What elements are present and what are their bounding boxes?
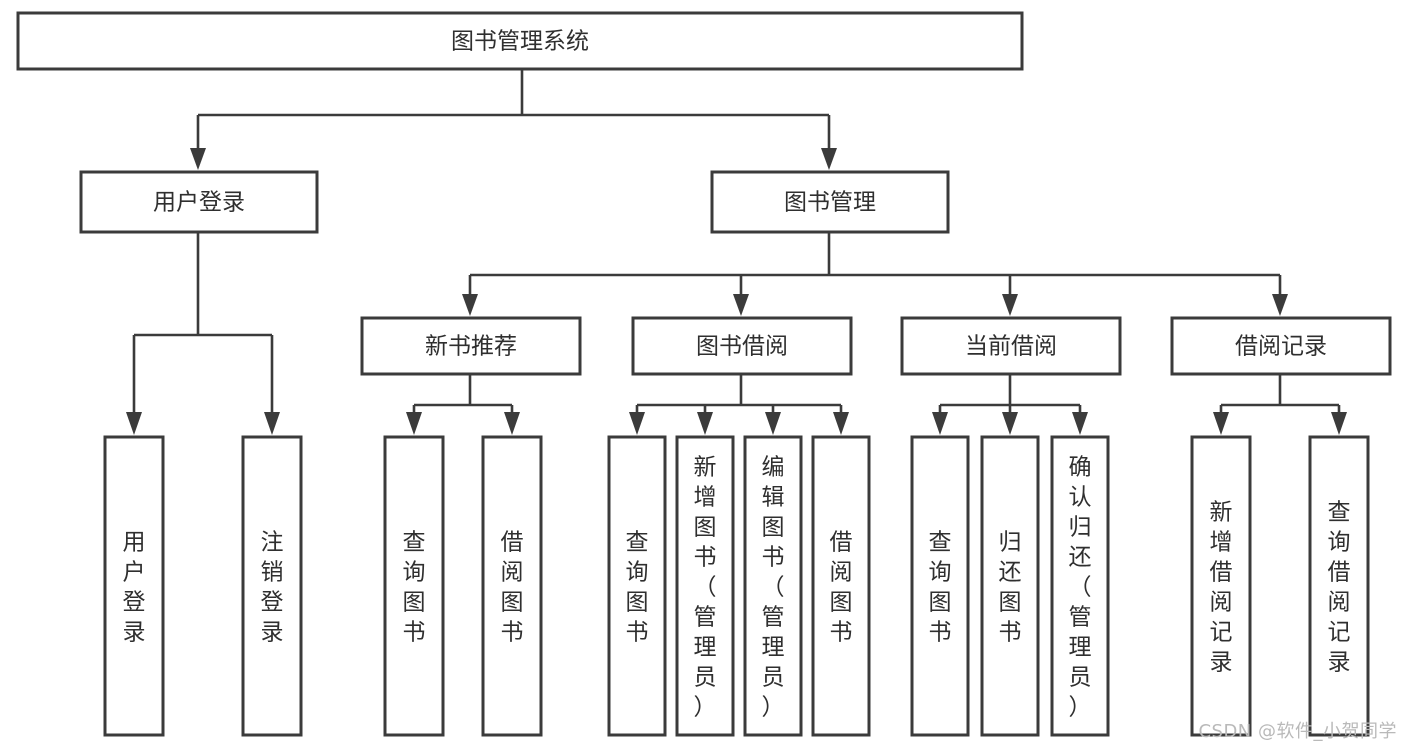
arrow-head-leaf-edit-book xyxy=(765,412,781,435)
leaf-borrow-book-1-label: 借阅图书 xyxy=(501,529,524,645)
arrow-head-leaf-logout xyxy=(264,412,280,435)
node-user-login[interactable]: 用户登录 xyxy=(79,170,319,234)
leaf-confirm-return-label: 确认归还（管理员） xyxy=(1069,454,1092,720)
node-current-borrow[interactable]: 当前借阅 xyxy=(900,316,1122,376)
leaf-node-layer: 用户登录 注销登录 查询图书 借阅图书 查询图书 新增图书（管理员） 编辑图书（管理员） 借阅… xyxy=(103,435,1370,737)
arrow-head-new-book-rec xyxy=(462,294,478,316)
leaf-query-book-3-label: 查询图书 xyxy=(929,529,952,645)
leaf-logout-label: 注销登录 xyxy=(261,529,284,645)
node-book-borrow-box[interactable] xyxy=(631,316,853,376)
leaf-borrow-book-2-box[interactable] xyxy=(811,435,871,737)
leaf-return-book-box[interactable] xyxy=(980,435,1040,737)
leaf-node[interactable]: 借阅图书 xyxy=(481,435,543,737)
arrow-head-leaf-query-record xyxy=(1331,412,1347,435)
arrow-head-leaf-query-book-3 xyxy=(932,412,948,435)
leaf-return-book-label: 归还图书 xyxy=(999,529,1022,645)
arrow-head-leaf-add-record xyxy=(1213,412,1229,435)
leaf-node[interactable]: 新增借阅记录 xyxy=(1190,435,1252,737)
arrow-head-leaf-borrow-book-2 xyxy=(833,412,849,435)
node-user-login-label: 用户登录 xyxy=(153,190,245,216)
connector-group-book-manage xyxy=(462,232,1288,316)
node-new-book-rec[interactable]: 新书推荐 xyxy=(360,316,582,376)
arrow-head-book-manage xyxy=(821,148,837,170)
leaf-query-book-3-box[interactable] xyxy=(910,435,970,737)
connector-group-new-book-rec xyxy=(406,374,520,435)
watermark: CSDN @软件_小贺同学 xyxy=(1198,721,1397,742)
arrow-head-leaf-borrow-book-1 xyxy=(504,412,520,435)
leaf-add-book-label: 新增图书（管理员） xyxy=(694,454,717,720)
arrow-head-leaf-return-book xyxy=(1002,412,1018,435)
leaf-node[interactable]: 用户登录 xyxy=(103,435,165,737)
leaf-node[interactable]: 新增图书（管理员） xyxy=(675,435,735,737)
leaf-borrow-book-1-box[interactable] xyxy=(481,435,543,737)
arrow-head-leaf-add-book xyxy=(697,412,713,435)
node-book-borrow-label: 图书借阅 xyxy=(696,334,788,360)
leaf-logout-box[interactable] xyxy=(241,435,303,737)
node-book-manage-box[interactable] xyxy=(710,170,950,234)
arrow-head-borrow-record xyxy=(1272,294,1288,316)
leaf-borrow-book-2-label: 借阅图书 xyxy=(830,529,853,645)
node-user-login-box[interactable] xyxy=(79,170,319,234)
node-new-book-rec-label: 新书推荐 xyxy=(425,334,517,360)
node-current-borrow-box[interactable] xyxy=(900,316,1122,376)
leaf-query-book-2-label: 查询图书 xyxy=(626,529,649,645)
connector-group-user-login xyxy=(126,232,280,435)
leaf-node[interactable]: 确认归还（管理员） xyxy=(1050,435,1110,737)
node-current-borrow-label: 当前借阅 xyxy=(965,334,1057,360)
arrow-head-book-borrow xyxy=(733,294,749,316)
connector-group-current-borrow xyxy=(932,374,1088,435)
leaf-edit-book-label: 编辑图书（管理员） xyxy=(762,454,785,720)
node-borrow-record-box[interactable] xyxy=(1170,316,1392,376)
leaf-user-login-box[interactable] xyxy=(103,435,165,737)
node-book-manage-label: 图书管理 xyxy=(784,190,876,216)
leaf-node[interactable]: 查询图书 xyxy=(607,435,667,737)
leaf-node[interactable]: 归还图书 xyxy=(980,435,1040,737)
node-borrow-record-label: 借阅记录 xyxy=(1235,334,1327,360)
leaf-query-book-1-label: 查询图书 xyxy=(403,529,426,645)
leaf-node[interactable]: 查询借阅记录 xyxy=(1308,435,1370,737)
leaf-add-record-label: 新增借阅记录 xyxy=(1210,499,1233,675)
leaf-add-book-box[interactable] xyxy=(675,435,735,737)
connector-group-book-borrow xyxy=(629,374,849,435)
arrow-head-leaf-query-book-2 xyxy=(629,412,645,435)
leaf-query-book-2-box[interactable] xyxy=(607,435,667,737)
arrow-head-leaf-query-book-1 xyxy=(406,412,422,435)
leaf-query-record-label: 查询借阅记录 xyxy=(1328,499,1351,675)
leaf-node[interactable]: 借阅图书 xyxy=(811,435,871,737)
node-root-label: 图书管理系统 xyxy=(451,29,589,55)
leaf-add-record-box[interactable] xyxy=(1190,435,1252,737)
leaf-query-book-1-box[interactable] xyxy=(383,435,445,737)
leaf-node[interactable]: 编辑图书（管理员） xyxy=(743,435,803,737)
leaf-node[interactable]: 查询图书 xyxy=(383,435,445,737)
leaf-edit-book-box[interactable] xyxy=(743,435,803,737)
connector-group-root xyxy=(190,69,837,170)
node-root[interactable]: 图书管理系统 xyxy=(16,11,1024,71)
node-book-borrow[interactable]: 图书借阅 xyxy=(631,316,853,376)
arrow-head-leaf-user-login xyxy=(126,412,142,435)
leaf-user-login-label: 用户登录 xyxy=(123,529,146,645)
node-new-book-rec-box[interactable] xyxy=(360,316,582,376)
node-book-manage[interactable]: 图书管理 xyxy=(710,170,950,234)
node-root-box[interactable] xyxy=(16,11,1024,71)
arrow-head-user-login xyxy=(190,148,206,170)
leaf-node[interactable]: 注销登录 xyxy=(241,435,303,737)
leaf-query-record-box[interactable] xyxy=(1308,435,1370,737)
arrow-head-leaf-confirm-return xyxy=(1072,412,1088,435)
connector-group-borrow-record xyxy=(1213,374,1347,435)
node-borrow-record[interactable]: 借阅记录 xyxy=(1170,316,1392,376)
leaf-confirm-return-box[interactable] xyxy=(1050,435,1110,737)
leaf-node[interactable]: 查询图书 xyxy=(910,435,970,737)
arrow-head-current-borrow xyxy=(1002,294,1018,316)
